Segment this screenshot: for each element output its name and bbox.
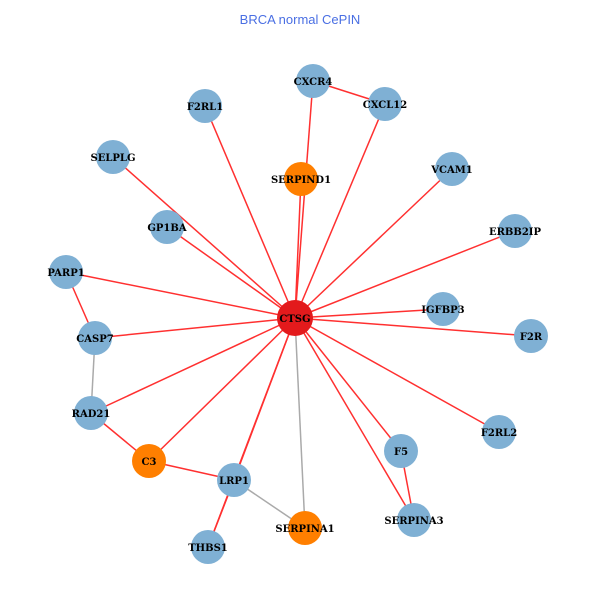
node-f5[interactable]: F5: [384, 434, 418, 468]
node-vcam1[interactable]: VCAM1: [430, 152, 473, 186]
node-lrp1[interactable]: LRP1: [217, 463, 251, 497]
node-circle: [498, 214, 532, 248]
node-label: SERPINA3: [384, 516, 443, 527]
node-label: PARP1: [47, 268, 84, 279]
node-label: ERBB2IP: [489, 227, 541, 238]
edge-ctsg-f2rl2: [294, 317, 500, 433]
node-circle: [288, 511, 322, 545]
node-serpina3[interactable]: SERPINA3: [384, 503, 444, 537]
node-circle: [96, 140, 130, 174]
edge-ctsg-gp1ba: [166, 226, 296, 319]
node-serpina1[interactable]: SERPINA1: [275, 511, 335, 545]
node-selplg[interactable]: SELPLG: [91, 140, 136, 174]
node-label: C3: [142, 457, 157, 468]
node-label: CASP7: [76, 334, 113, 345]
node-circle: [78, 321, 112, 355]
node-parp1[interactable]: PARP1: [47, 255, 85, 289]
node-rad21[interactable]: RAD21: [72, 396, 111, 430]
node-label: CXCL12: [363, 100, 407, 111]
node-label: F2R: [520, 332, 543, 343]
node-circle: [435, 152, 469, 186]
node-cxcr4[interactable]: CXCR4: [294, 64, 333, 98]
node-f2rl2[interactable]: F2RL2: [481, 415, 517, 449]
edge-ctsg-casp7: [94, 317, 296, 339]
node-circle: [49, 255, 83, 289]
edge-ctsg-serpind1: [294, 178, 302, 319]
node-label: F2RL1: [187, 102, 223, 113]
edge-ctsg-f2r: [294, 317, 532, 337]
node-label: GP1BA: [147, 223, 186, 234]
node-circle: [397, 503, 431, 537]
node-f2r[interactable]: F2R: [514, 319, 548, 353]
node-circle: [150, 210, 184, 244]
node-label: F2RL2: [481, 428, 517, 439]
node-circle: [384, 434, 418, 468]
node-circle: [188, 89, 222, 123]
node-label: CXCR4: [294, 77, 333, 88]
node-circle: [217, 463, 251, 497]
edge-ctsg-serpina3: [294, 317, 415, 521]
node-cxcl12[interactable]: CXCL12: [363, 87, 407, 121]
edge-ctsg-f5: [294, 317, 402, 452]
chart-title: BRCA normal CePIN: [239, 12, 361, 27]
node-label: SERPINA1: [275, 524, 334, 535]
node-circle: [368, 87, 402, 121]
node-label: VCAM1: [430, 165, 473, 176]
node-label: SERPIND1: [271, 175, 331, 186]
node-label: F5: [394, 447, 408, 458]
node-label: LRP1: [219, 476, 249, 487]
edge-ctsg-serpina1: [294, 317, 306, 529]
node-ctsg[interactable]: CTSG: [277, 300, 313, 336]
node-serpind1[interactable]: SERPIND1: [271, 162, 331, 196]
node-casp7[interactable]: CASP7: [76, 321, 114, 355]
edge-ctsg-rad21: [90, 317, 296, 414]
node-c3[interactable]: C3: [132, 444, 166, 478]
node-circle: [482, 415, 516, 449]
edge-ctsg-cxcl12: [294, 103, 386, 319]
edge-ctsg-c3: [148, 317, 296, 462]
edge-ctsg-igfbp3: [294, 308, 444, 319]
edge-ctsg-selplg: [112, 156, 296, 319]
node-circle: [191, 530, 225, 564]
edge-ctsg-erbb2ip: [294, 230, 516, 319]
node-circle: [284, 162, 318, 196]
node-label: SELPLG: [91, 153, 136, 164]
node-label: CTSG: [279, 314, 310, 325]
node-thbs1[interactable]: THBS1: [188, 530, 228, 564]
node-label: RAD21: [72, 409, 111, 420]
node-circle: [296, 64, 330, 98]
node-f2rl1[interactable]: F2RL1: [187, 89, 223, 123]
node-erbb2ip[interactable]: ERBB2IP: [489, 214, 541, 248]
edge-ctsg-parp1: [65, 271, 296, 319]
node-gp1ba[interactable]: GP1BA: [147, 210, 187, 244]
node-label: IGFBP3: [421, 305, 464, 316]
node-circle: [277, 300, 313, 336]
node-label: THBS1: [188, 543, 228, 554]
node-circle: [132, 444, 166, 478]
node-circle: [74, 396, 108, 430]
edge-ctsg-f2rl1: [204, 105, 296, 319]
edge-ctsg-cxcr4: [294, 80, 314, 319]
edge-ctsg-vcam1: [294, 168, 453, 319]
node-igfbp3[interactable]: IGFBP3: [421, 292, 465, 326]
node-circle: [426, 292, 460, 326]
node-circle: [514, 319, 548, 353]
